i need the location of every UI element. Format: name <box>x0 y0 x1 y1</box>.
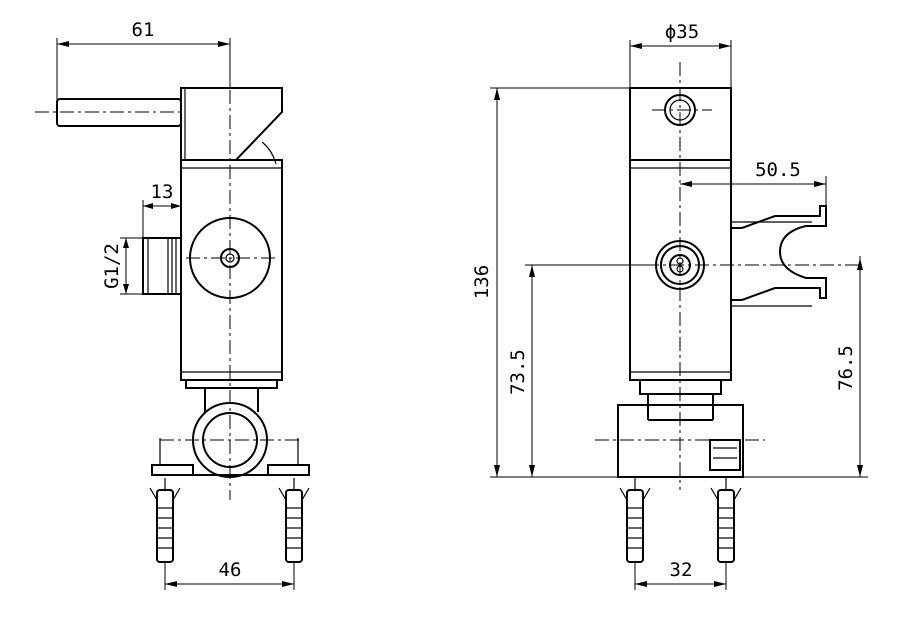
threaded-inlet <box>142 237 182 295</box>
dimension-76-5: 76.5 <box>743 256 868 478</box>
dimension-46: 46 <box>164 559 295 590</box>
wall-plug-right-a <box>619 477 651 563</box>
dimension-50-5: 50.5 <box>680 159 827 206</box>
lever-handle <box>35 87 283 165</box>
dimension-61: 61 <box>56 19 231 100</box>
dimension-thread: G1/2 <box>101 237 143 295</box>
wall-bracket-front <box>595 404 765 478</box>
dimension-13: 13 <box>142 181 182 238</box>
left-side-view: 61 13 G1/2 46 <box>35 19 310 590</box>
dim-label-61: 61 <box>132 19 155 41</box>
shower-holder <box>730 205 827 307</box>
dim-label-76-5: 76.5 <box>835 345 857 391</box>
lower-neck <box>639 379 722 421</box>
dim-label-32: 32 <box>670 559 693 581</box>
bottom-elbow <box>160 388 300 478</box>
dim-label-50-5: 50.5 <box>755 159 801 181</box>
dimension-32: 32 <box>634 559 727 590</box>
wall-plug-left-a <box>149 478 181 563</box>
dim-label-73-5: 73.5 <box>507 349 529 395</box>
wall-plug-right-b <box>710 477 742 563</box>
dim-label-dia-35: ϕ35 <box>665 21 699 43</box>
dim-label-13: 13 <box>151 181 174 203</box>
wall-plug-left-b <box>278 478 310 563</box>
dim-label-thread: G1/2 <box>101 243 123 289</box>
dimension-dia-35: ϕ35 <box>629 21 732 88</box>
mounting-bracket-side <box>151 438 310 476</box>
valve-body-side <box>180 159 283 389</box>
right-front-view: ϕ35 50.5 136 73.5 <box>471 21 868 590</box>
dimension-73-5: 73.5 <box>507 264 645 477</box>
dimension-136: 136 <box>471 87 630 478</box>
top-block <box>629 87 732 161</box>
dim-label-46: 46 <box>219 559 242 581</box>
dim-label-136: 136 <box>471 265 493 299</box>
